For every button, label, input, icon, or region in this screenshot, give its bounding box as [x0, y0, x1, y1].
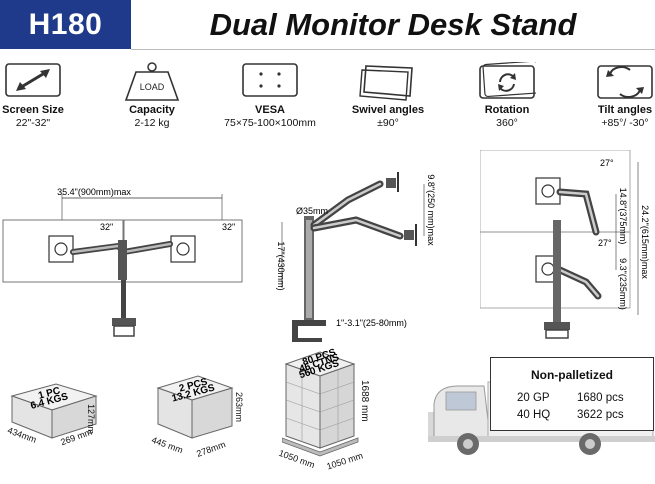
package-pallet: 80 PCS 46 CTNS 560 KGS — [282, 348, 359, 457]
left-monitor-size: 32" — [100, 222, 113, 232]
total-height-dimension: 24.2"(615mm)max — [640, 205, 650, 279]
package-height: 263mm — [234, 392, 244, 423]
angle-top: 27° — [600, 158, 614, 168]
rotation-icon — [452, 62, 562, 102]
page-title: Dual Monitor Desk Stand — [131, 0, 655, 50]
container-type: 40 HQ — [517, 409, 551, 421]
spec-vesa: VESA 75×75-100×100mm — [215, 62, 325, 129]
spec-label: Rotation — [484, 104, 530, 116]
spec-value: 360° — [496, 117, 518, 129]
side-view-diagram: Ø35mm 9.8"(250 mm)max 17"(430mm) 1"-3.1"… — [276, 172, 436, 342]
spec-value: ±90° — [377, 117, 399, 129]
spec-rotation: Rotation 360° — [452, 62, 562, 129]
diagonal-arrow-icon — [0, 62, 88, 98]
front-view-diagram: 27° 27° 14.8"(375mm) 24.2"(615mm)max 9.3… — [480, 150, 650, 339]
model-badge: H180 — [0, 0, 131, 49]
spec-tilt: Tilt angles +85°/ -30° — [570, 62, 655, 129]
package-double: 2 PCS 13.2 KGS — [156, 375, 234, 439]
spec-label: VESA — [255, 104, 285, 116]
upper-travel-dimension: 14.8"(375mm) — [618, 188, 628, 245]
shipping-quantity-box: Non-palletized 20 GP 1680 pcs 40 HQ 3622… — [490, 357, 654, 431]
package-height: 1688 mm — [359, 380, 370, 422]
vesa-icon — [215, 62, 325, 98]
spec-label: Swivel angles — [351, 104, 425, 116]
dual-monitor-diagram: 35.4"(900mm)max 32" 32" — [2, 187, 243, 337]
lower-travel-dimension: 9.3"(235mm) — [618, 258, 628, 310]
spec-label: Screen Size — [2, 104, 64, 116]
spec-value: 2-12 kg — [134, 117, 170, 129]
spec-swivel: Swivel angles ±90° — [333, 62, 443, 129]
clamp-range-dimension: 1"-3.1"(25-80mm) — [336, 318, 407, 328]
spec-capacity: LOAD Capacity 2-12 kg — [97, 62, 207, 129]
package-single: 1 PC 6.4 KGS — [10, 383, 98, 439]
tilt-icon — [570, 62, 655, 102]
pole-diameter: Ø35mm — [296, 206, 328, 216]
spec-value: 75×75-100×100mm — [224, 117, 316, 129]
container-quantity: 3622 pcs — [577, 409, 624, 421]
span-dimension: 35.4"(900mm)max — [57, 187, 131, 197]
spec-screen-size: Screen Size 22"-32" — [0, 62, 88, 129]
container-type: 20 GP — [517, 392, 550, 404]
weight-icon: LOAD — [97, 62, 207, 102]
spec-value: 22"-32" — [15, 117, 51, 129]
shipping-title: Non-palletized — [530, 368, 613, 382]
container-quantity: 1680 pcs — [577, 392, 624, 404]
arm-height-dimension: 9.8"(250 mm)max — [426, 174, 436, 246]
spec-label: Capacity — [129, 104, 175, 116]
spec-label: Tilt angles — [597, 104, 653, 116]
swivel-icon — [333, 62, 443, 102]
angle-mid: 27° — [598, 238, 612, 248]
spec-value: +85°/ -30° — [601, 117, 649, 129]
weight-icon-text: LOAD — [140, 82, 165, 92]
pole-height-dimension: 17"(430mm) — [276, 241, 286, 290]
right-monitor-size: 32" — [222, 222, 235, 232]
